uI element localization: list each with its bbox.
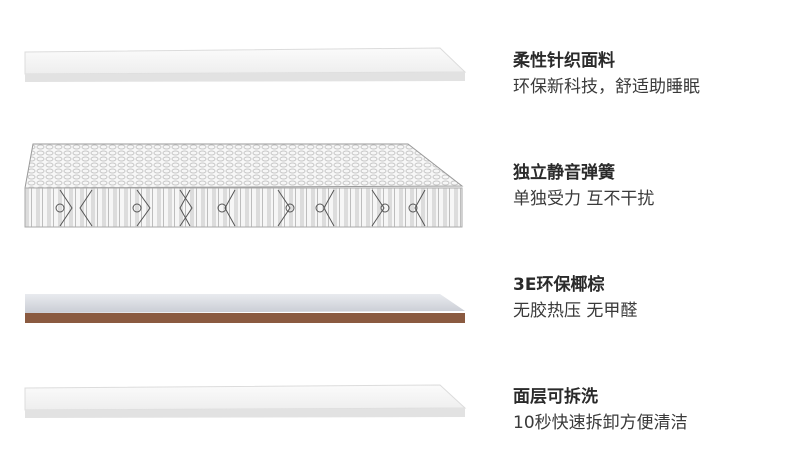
pocket-spring-layer: [24, 143, 464, 228]
feature-title: 柔性针织面料: [513, 51, 615, 71]
feature-desc: 10秒快速拆卸方便清洁: [513, 413, 688, 433]
knit-fabric-layer: [24, 47, 467, 82]
feature-knit-fabric: 柔性针织面料 环保新科技，舒适助睡眠: [513, 50, 700, 99]
feature-desc: 环保新科技，舒适助睡眠: [513, 77, 700, 97]
feature-coir: 3E环保椰棕 无胶热压 无甲醛: [513, 274, 637, 323]
feature-desc: 单独受力 互不干扰: [513, 189, 655, 209]
feature-pocket-springs: 独立静音弹簧 单独受力 互不干扰: [513, 162, 654, 211]
feature-removable-cover: 面层可拆洗 10秒快速拆卸方便清洁: [513, 386, 688, 435]
removable-cover-layer: [24, 384, 467, 418]
feature-desc: 无胶热压 无甲醛: [513, 301, 638, 321]
feature-title: 3E环保椰棕: [513, 275, 605, 295]
feature-title: 独立静音弹簧: [513, 163, 615, 183]
feature-title: 面层可拆洗: [513, 387, 598, 407]
coir-layer: [25, 294, 465, 323]
